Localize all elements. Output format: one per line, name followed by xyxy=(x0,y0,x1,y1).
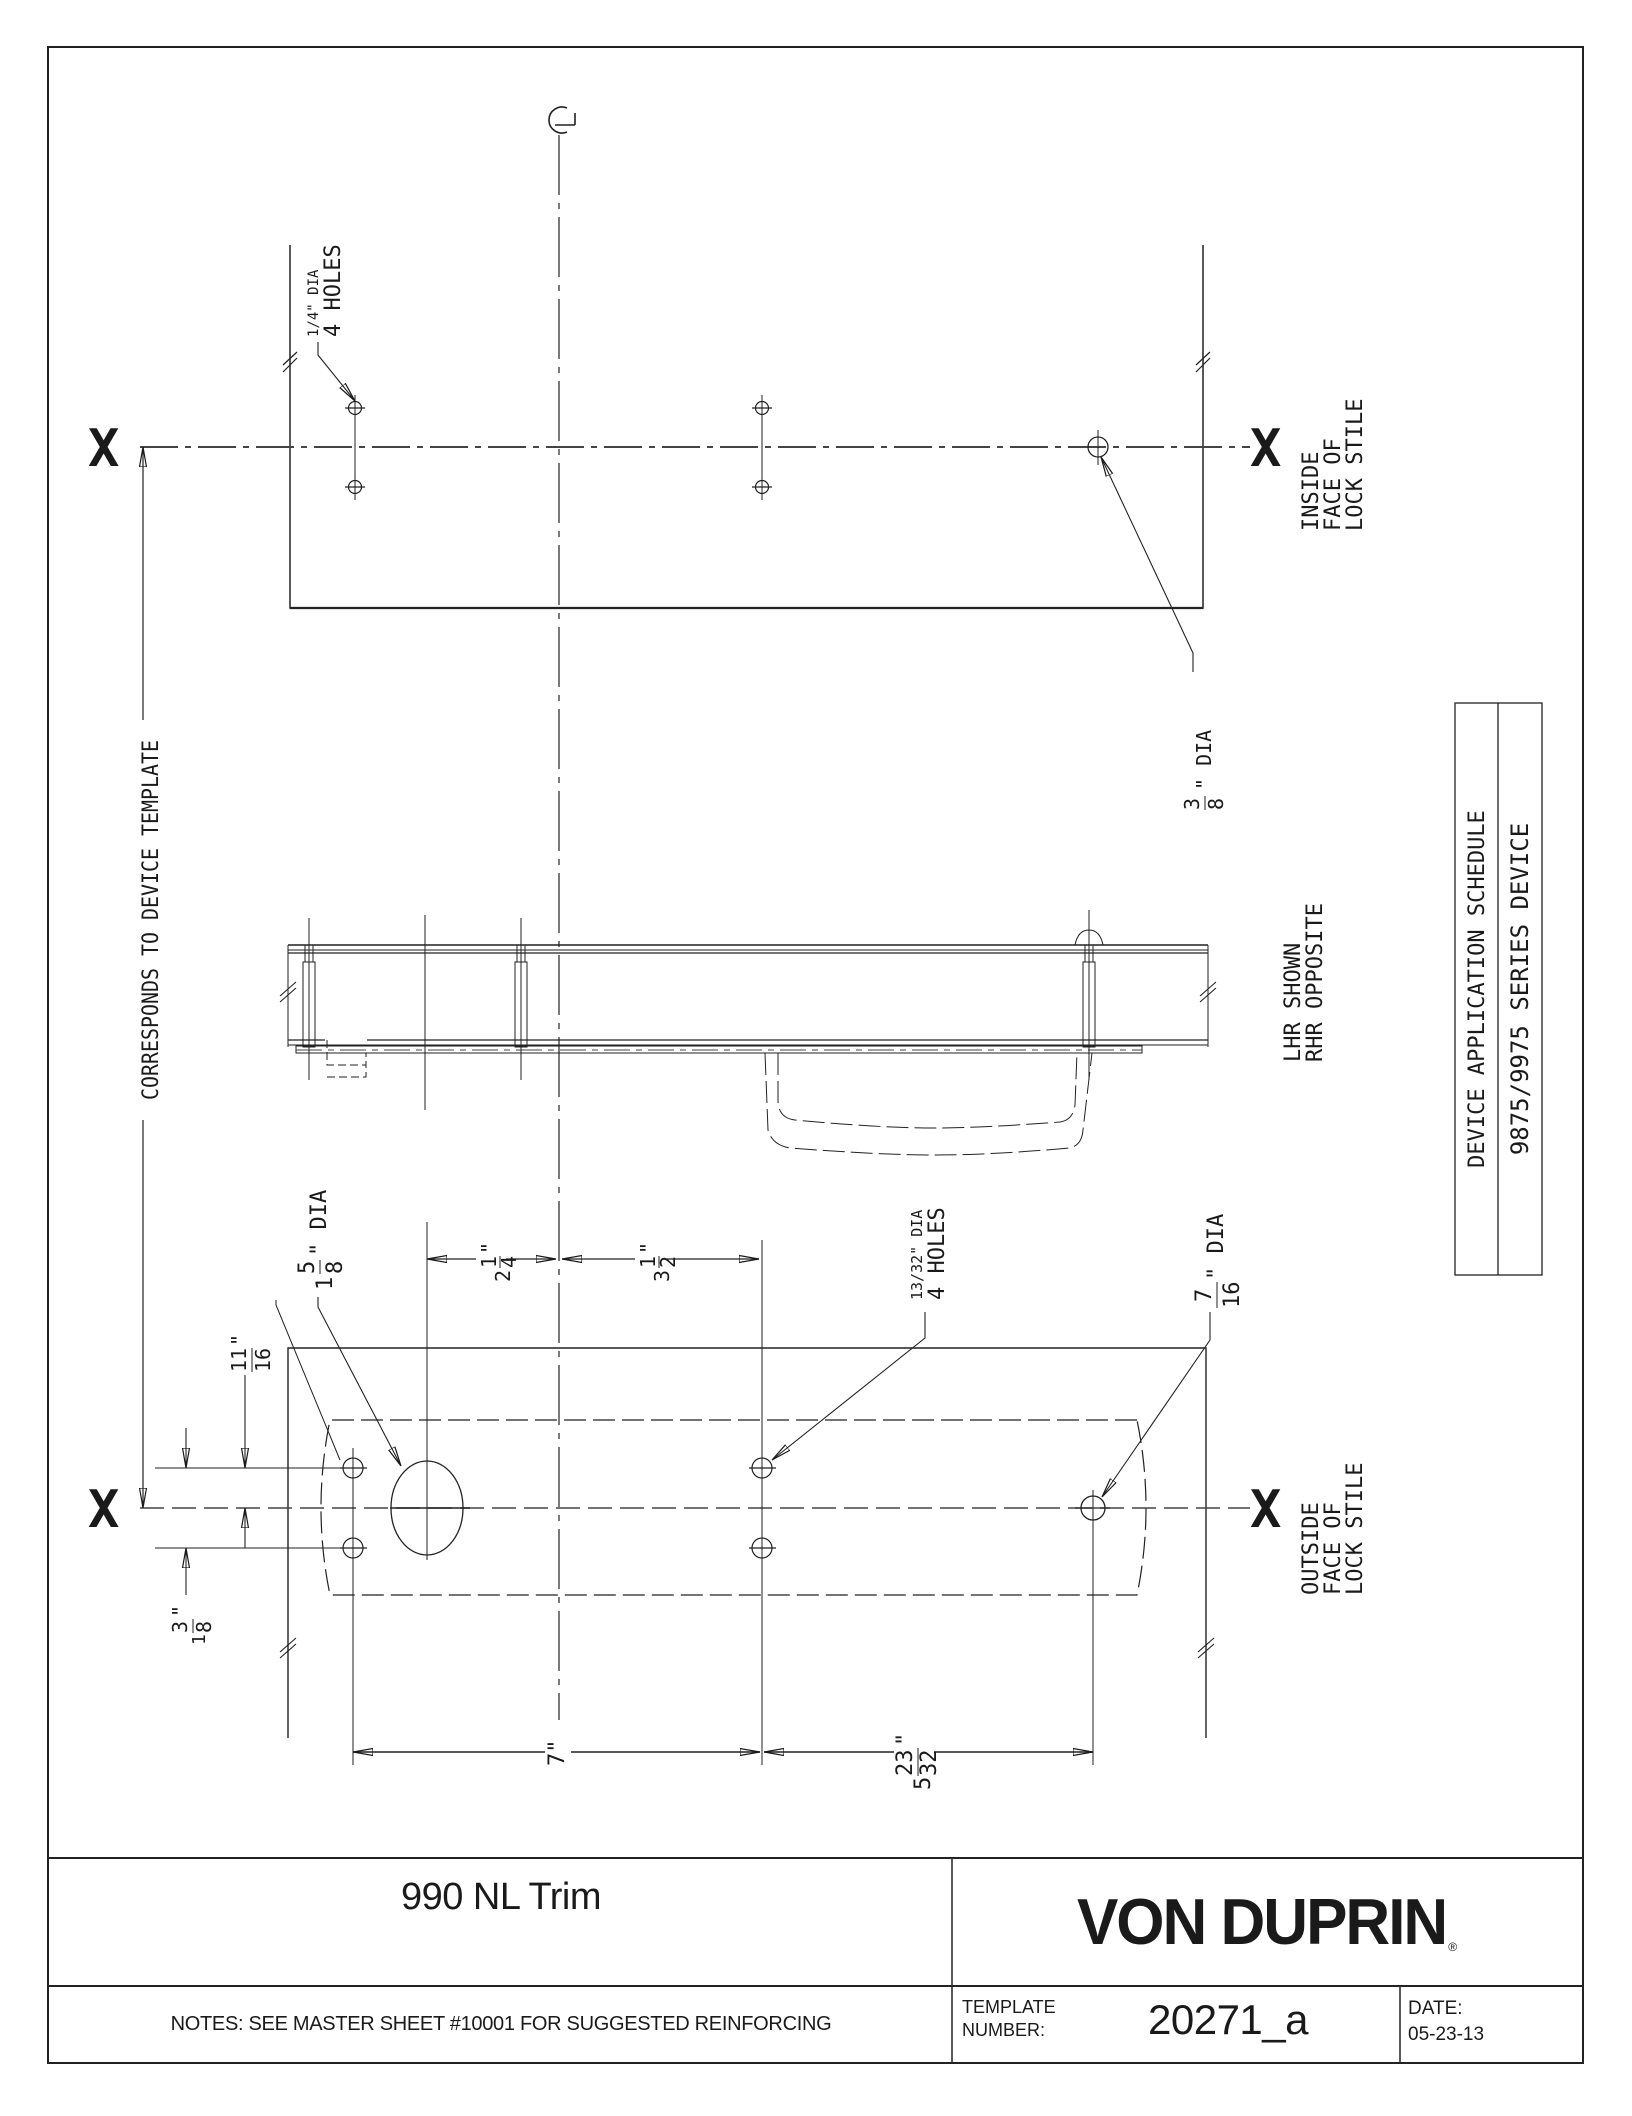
break-mark-icon xyxy=(282,351,298,373)
escutcheon-outline xyxy=(320,1419,1147,1596)
outside-plate-view: 1 5 8 " DIA 13/32" DIA 4 HOLES 7 16 " DI… xyxy=(88,1190,1368,1790)
centerline-symbol-icon xyxy=(548,106,568,134)
svg-text:1: 1 xyxy=(636,1256,660,1268)
svg-text:" DIA: " DIA xyxy=(1204,1214,1229,1280)
date-value: 05-23-13 xyxy=(1408,2024,1485,2045)
device-template-label: CORRESPONDS TO DEVICE TEMPLATE xyxy=(139,740,164,1100)
dim-eleven-sixteenth: 11 16 " xyxy=(227,1334,275,1372)
template-number: 20271_a xyxy=(1148,1996,1309,2043)
svg-text:8: 8 xyxy=(1204,798,1228,810)
thirteen-32-hole-callout: 13/32" DIA 4 HOLES xyxy=(903,1196,950,1300)
svg-text:2: 2 xyxy=(656,1256,680,1268)
svg-text:": " xyxy=(893,1733,918,1746)
registered-mark-icon: ® xyxy=(1448,1940,1458,1954)
svg-text:23: 23 xyxy=(893,1750,918,1777)
quarter-hole-callout: 1/4" DIA 4 HOLES xyxy=(299,244,346,337)
svg-text:1: 1 xyxy=(189,1634,210,1645)
outside-face-label: OUTSIDE FACE OF LOCK STILE xyxy=(1299,1463,1368,1595)
vertical-centerline xyxy=(548,106,576,1720)
svg-text:": " xyxy=(477,1242,501,1254)
dim-one-three-eighth: 1 3 8 " xyxy=(168,1605,216,1645)
svg-text:8: 8 xyxy=(323,1261,348,1274)
svg-text:5: 5 xyxy=(295,1261,320,1274)
svg-text:11: 11 xyxy=(227,1348,251,1372)
seven-16-hole-callout: 7 16 " DIA xyxy=(1192,1214,1245,1308)
svg-text:7: 7 xyxy=(1192,1289,1217,1302)
quarter-inch-hole xyxy=(345,395,365,500)
template-number-label: TEMPLATE NUMBER: xyxy=(962,1996,1056,2042)
svg-text:16: 16 xyxy=(1220,1282,1245,1309)
svg-text:": " xyxy=(227,1334,251,1346)
drawing-title: 990 NL Trim xyxy=(400,1876,602,1918)
break-mark-icon xyxy=(279,1637,297,1659)
sheet-border xyxy=(47,46,1584,2064)
svg-text:1: 1 xyxy=(477,1256,501,1268)
break-mark-icon xyxy=(1199,981,1217,1003)
break-mark-icon xyxy=(1197,1637,1215,1659)
x-mark-left-bottom: X xyxy=(88,1480,119,1540)
svg-text:2: 2 xyxy=(491,1270,515,1282)
large-cylinder-hole xyxy=(390,1460,470,1556)
door-section-view: LHR SHOWN RHR OPPOSITE xyxy=(279,903,1328,1156)
notes-text: NOTES: SEE MASTER SHEET #10001 FOR SUGGE… xyxy=(170,2013,832,2035)
device-application-schedule: DEVICE APPLICATION SCHEDULE 9875/9975 SE… xyxy=(1454,702,1543,1276)
svg-text:": " xyxy=(168,1605,192,1617)
svg-text:" DIA: " DIA xyxy=(307,1190,332,1256)
date-block: DATE: 05-23-13 xyxy=(1408,1996,1484,2048)
svg-text:16: 16 xyxy=(251,1348,275,1372)
handing-note: LHR SHOWN RHR OPPOSITE xyxy=(1281,903,1328,1062)
three-eighths-hole xyxy=(1087,430,1109,465)
break-mark-icon xyxy=(1195,351,1211,373)
svg-text:3: 3 xyxy=(650,1270,674,1282)
three-eighths-callout: 3 8 " DIA xyxy=(1180,730,1228,810)
schedule-header: DEVICE APPLICATION SCHEDULE xyxy=(1465,810,1490,1168)
svg-text:1: 1 xyxy=(313,1277,338,1290)
x-mark-right-top: X xyxy=(1250,419,1281,479)
dim-seven-inch: 7" xyxy=(545,1740,570,1767)
brand-logo: VON DUPRIN ® xyxy=(952,1858,1582,1986)
svg-text:4: 4 xyxy=(497,1256,521,1268)
template-label-line2: NUMBER: xyxy=(962,2020,1046,2040)
svg-text:3: 3 xyxy=(168,1621,192,1633)
x-mark-left-top: X xyxy=(88,419,119,479)
template-label-line1: TEMPLATE xyxy=(962,1997,1056,2017)
dim-three-half: 3 1 2 " xyxy=(636,1242,680,1282)
schedule-value: 9875/9975 SERIES DEVICE xyxy=(1506,823,1534,1155)
svg-text:": " xyxy=(636,1242,660,1254)
svg-text:32: 32 xyxy=(917,1750,942,1777)
brand-name: VON DUPRIN xyxy=(1076,1885,1448,1959)
svg-text:5: 5 xyxy=(911,1777,936,1790)
cylinder-hole-callout: 1 5 8 " DIA xyxy=(295,1190,348,1290)
inside-face-label: INSIDE FACE OF LOCK STILE xyxy=(1299,399,1368,531)
dim-two-quarter: 2 1 4 " xyxy=(477,1242,521,1282)
inside-plate-view: 1/4" DIA 4 HOLES 3 8 " DIA X X INSIDE FA… xyxy=(88,244,1368,810)
date-label: DATE: xyxy=(1408,1998,1463,2019)
device-template-dimension: CORRESPONDS TO DEVICE TEMPLATE xyxy=(128,447,164,1508)
thirteen-32-hole xyxy=(340,1457,776,1559)
svg-text:" DIA: " DIA xyxy=(1192,730,1216,790)
x-mark-right-bottom: X xyxy=(1250,1480,1281,1540)
break-mark-icon xyxy=(279,981,297,1003)
dim-five-23-32: 5 23 32 " xyxy=(893,1733,942,1790)
seven-16-hole xyxy=(1075,1495,1110,1521)
quarter-inch-hole xyxy=(752,395,772,500)
svg-text:3: 3 xyxy=(1180,798,1204,810)
svg-text:8: 8 xyxy=(192,1621,216,1633)
